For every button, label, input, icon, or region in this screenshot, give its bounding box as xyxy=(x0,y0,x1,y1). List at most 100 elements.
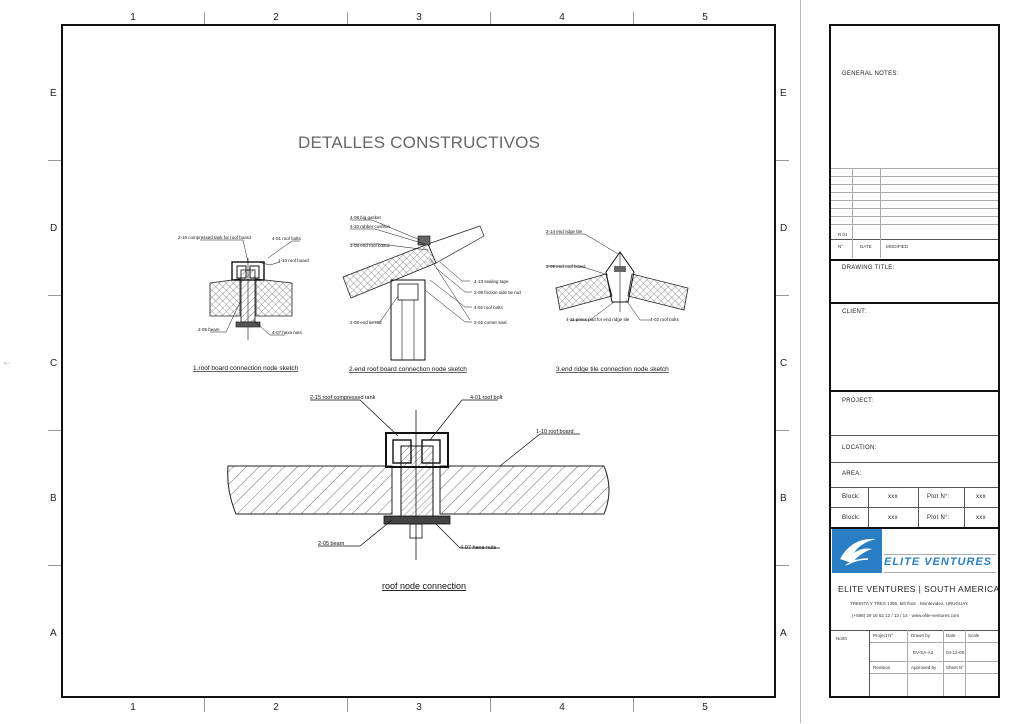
d4-label: 4-01 roof bolt xyxy=(470,395,503,401)
d2-label: 4-02 roof bolts xyxy=(474,305,504,310)
footer-line xyxy=(869,661,998,662)
company-logo-mark xyxy=(832,529,882,573)
d3-label: 4-02 roof bolts xyxy=(650,317,680,322)
construction-details-drawing: 2-15 compressed tank for roof board 4-01… xyxy=(178,215,689,591)
row-letter-right: E xyxy=(780,88,787,99)
rev-line xyxy=(831,176,998,177)
drawing-frame xyxy=(61,24,776,698)
rev-line xyxy=(831,168,998,169)
rev-col-header: N° xyxy=(838,244,844,249)
col-number-bottom: 1 xyxy=(130,702,136,713)
project-no-value: EV-SA-A2 xyxy=(913,650,934,655)
row-letter-right: C xyxy=(780,358,788,369)
general-notes-label: GENERAL NOTES: xyxy=(842,71,899,77)
sheet-border xyxy=(800,0,801,723)
d4-label: 4-07 hexa nuts xyxy=(460,545,497,551)
d2-label: 2-02 corner seal xyxy=(474,320,507,325)
col-number-bottom: 5 xyxy=(702,702,708,713)
grid-tick xyxy=(48,430,61,431)
section-divider xyxy=(831,527,998,529)
col-number-bottom: 3 xyxy=(416,702,422,713)
grid-tick xyxy=(776,160,789,161)
d3-label: 4-11 press pad for end ridge tile xyxy=(566,317,630,322)
d3-label: 2-14 end ridge tile xyxy=(546,229,583,234)
rev-line xyxy=(831,192,998,193)
footer-line xyxy=(869,673,998,674)
row-letter-left: E xyxy=(50,88,57,99)
brand-wordmark: ELITE VENTURES xyxy=(884,556,993,568)
rev-line xyxy=(831,224,998,225)
grid-tick xyxy=(48,565,61,566)
block-value: xxx xyxy=(888,494,898,500)
col-number-top: 4 xyxy=(559,12,565,23)
footer-col xyxy=(869,630,870,696)
section-divider xyxy=(831,259,998,261)
d1-label: 4-01 roof bolts xyxy=(272,236,302,241)
col-number-bottom: 2 xyxy=(273,702,279,713)
footer-col xyxy=(965,630,966,696)
grid-tick xyxy=(633,12,634,24)
company-phone: (+598) 29 16 62 12 / 13 / 14 · www.elite… xyxy=(852,613,960,618)
brand-rule xyxy=(884,554,996,555)
rev-line xyxy=(831,208,998,209)
d3-caption: 3.end ridge tile connection node sketch xyxy=(556,366,669,373)
grid-tick xyxy=(204,698,205,712)
d1-label: 1-10 roof board xyxy=(278,258,309,263)
north-label: North xyxy=(836,636,848,641)
row-letter-right: B xyxy=(780,493,787,504)
drawing-title-label: DRAWING TITLE: xyxy=(842,265,895,271)
d4-label: 2-05 beam xyxy=(318,541,345,547)
detail-1-roof-board-node: 2-15 compressed tank for roof board 4-01… xyxy=(178,235,309,372)
d2-label: 1-09 end roof board xyxy=(350,243,390,248)
d2-label: 2-09 friction side tie rod xyxy=(474,290,521,295)
plot-value: xxx xyxy=(976,494,986,500)
d1-label: 2-15 compressed tank for roof board xyxy=(178,235,251,240)
row-letter-left: D xyxy=(50,223,58,234)
footer-col xyxy=(943,630,944,696)
col-number-bottom: 4 xyxy=(559,702,565,713)
grid-tick xyxy=(204,12,205,24)
detail-2-end-roof-board-node: 4-08 big gasket 4-10 rubber cushion 1-09… xyxy=(342,215,521,373)
col-number-top: 2 xyxy=(273,12,279,23)
detail-4-roof-node-connection: 2-15 roof compressed tank 4-01 roof bolt… xyxy=(227,395,610,591)
company-address: TREINTA Y TRES 1356, 5th floor · Montevi… xyxy=(850,601,969,606)
plot-label: Plot N°: xyxy=(927,515,950,521)
section-divider xyxy=(831,302,998,304)
row-letter-left: B xyxy=(50,493,57,504)
grid-tick xyxy=(633,698,634,712)
d4-label: 2-15 roof compressed tank xyxy=(310,395,376,401)
rev-col-header: DATE xyxy=(860,244,872,249)
date-label: Date xyxy=(946,633,956,638)
rev-label: R.01 xyxy=(838,232,848,237)
d2-label: 4-08 big gasket xyxy=(350,215,382,220)
d2-label: 4-10 rubber cushion xyxy=(350,224,391,229)
wings-logo-icon xyxy=(840,538,876,566)
d1-label: 2-05 beam xyxy=(198,327,220,332)
col-number-top: 5 xyxy=(702,12,708,23)
rev-line xyxy=(831,200,998,201)
detail-3-end-ridge-tile-node: 2-14 end ridge tile 1-09 end roof board … xyxy=(546,229,689,373)
block-label: Block: xyxy=(842,515,861,521)
title-block xyxy=(829,24,1000,698)
rev-line xyxy=(831,216,998,217)
d1-label: 4-07 hexa nuts xyxy=(272,330,303,335)
section-divider xyxy=(831,487,998,488)
col-number-top: 3 xyxy=(416,12,422,23)
d4-label: 1-10 roof board xyxy=(536,429,574,435)
grid-tick xyxy=(776,565,789,566)
block-col xyxy=(918,487,919,527)
scale-label: Scale xyxy=(968,633,980,638)
section-divider xyxy=(831,390,998,392)
row-letter-right: A xyxy=(780,628,787,639)
d3-label: 1-09 end roof board xyxy=(546,264,586,269)
row-letter-left: C xyxy=(50,358,58,369)
rev-col xyxy=(852,168,853,258)
section-divider xyxy=(831,462,998,463)
plot-value: xxx xyxy=(976,515,986,521)
footer-col xyxy=(907,630,908,696)
grid-tick xyxy=(490,698,491,712)
grid-tick xyxy=(347,12,348,24)
project-label: PROJECT: xyxy=(842,398,874,404)
project-no-label: Project N° xyxy=(873,633,894,638)
section-divider xyxy=(831,435,998,436)
